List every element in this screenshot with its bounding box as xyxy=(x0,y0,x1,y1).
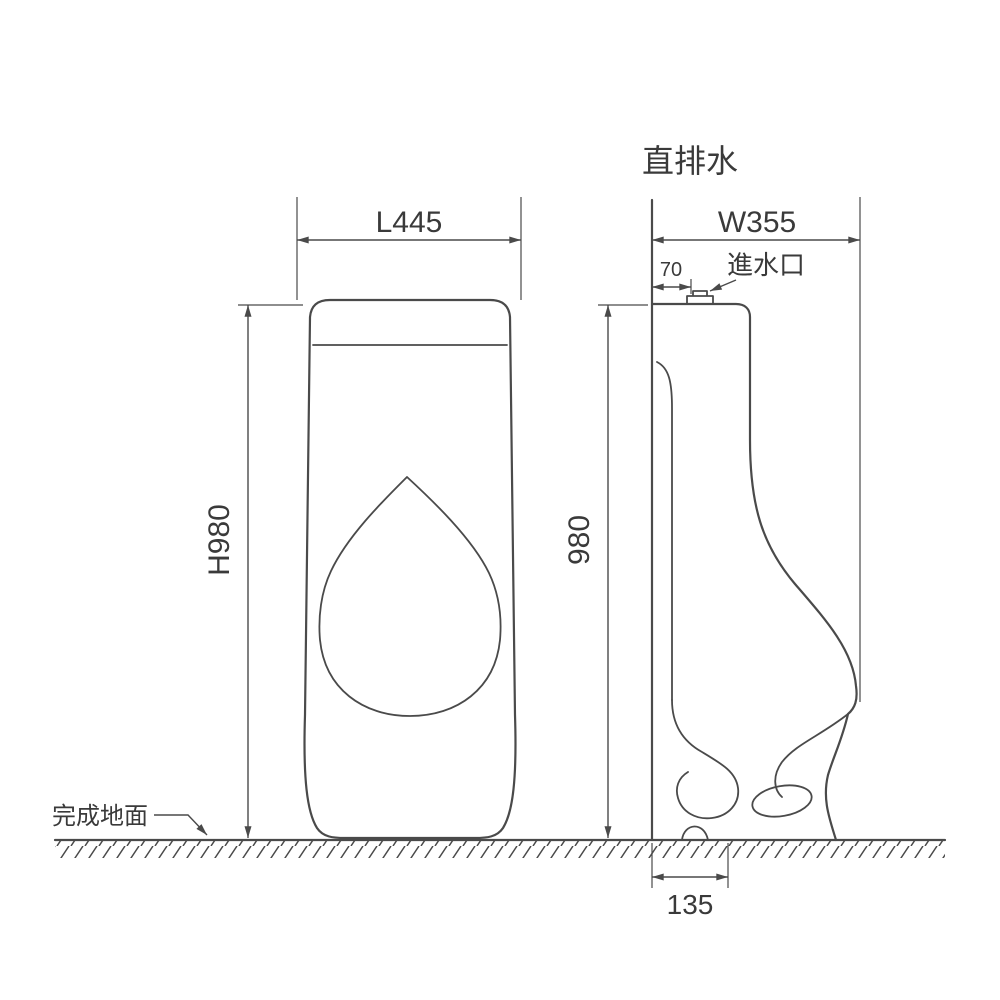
front-view-outline xyxy=(303,298,517,840)
dimension-inlet-offset: 70 xyxy=(652,259,692,294)
side-view-trap-curve xyxy=(671,699,740,820)
ground-label: 完成地面 xyxy=(52,803,148,830)
ground-label-group: 完成地面 xyxy=(52,803,208,836)
side-view-inner-back-wall xyxy=(656,361,673,701)
side-view-drain-outlet xyxy=(751,784,813,818)
water-inlet-callout: 進水口 xyxy=(709,250,805,292)
side-view-rim-underside xyxy=(774,713,849,798)
dimension-drain-offset: 135 xyxy=(651,843,729,920)
front-view xyxy=(303,298,517,840)
side-view-outline xyxy=(650,302,858,842)
dimension-side-depth: W355 xyxy=(652,197,861,702)
front-height-label: H980 xyxy=(203,504,236,576)
water-inlet-label: 進水口 xyxy=(727,250,805,280)
ground-leader-line xyxy=(154,814,208,836)
side-view xyxy=(650,198,858,842)
side-depth-label: W355 xyxy=(718,206,796,239)
front-width-label: L445 xyxy=(376,206,443,239)
side-height-label: 980 xyxy=(563,515,596,565)
ground-hatching xyxy=(55,841,945,858)
dimension-side-height: 980 xyxy=(563,304,648,838)
drawing-title: 直排水 xyxy=(642,143,738,179)
side-view-base-arc xyxy=(681,825,709,841)
drain-offset-label: 135 xyxy=(667,889,714,920)
dimension-front-width: L445 xyxy=(296,197,522,300)
water-inlet-leader-line xyxy=(709,279,737,292)
dimension-front-height: H980 xyxy=(203,304,303,838)
inlet-offset-label: 70 xyxy=(660,259,682,281)
ground xyxy=(53,838,947,858)
water-inlet-fitting xyxy=(686,290,714,305)
front-view-basin-opening xyxy=(318,476,502,717)
